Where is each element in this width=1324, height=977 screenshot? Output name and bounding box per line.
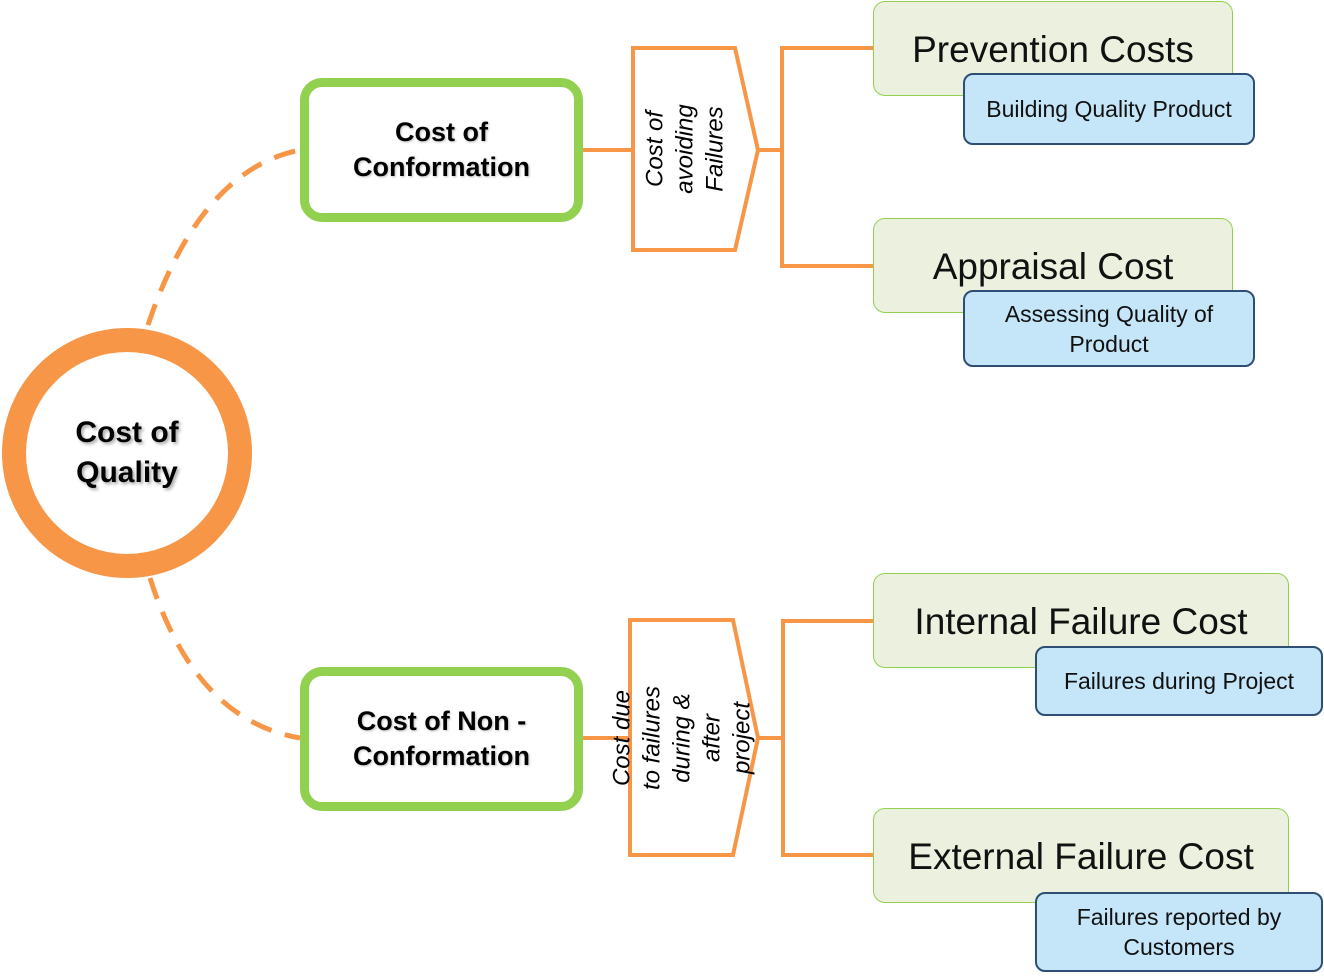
branch-label: Cost of Non - Conformation bbox=[353, 706, 530, 771]
cost-title: Appraisal Cost bbox=[932, 246, 1174, 287]
cost-title: Internal Failure Cost bbox=[914, 601, 1248, 642]
arrow-shape-branch2 bbox=[628, 618, 761, 857]
connector-label-text: Cost due to failures during & after proj… bbox=[608, 685, 756, 790]
branch-node-non-conformation: Cost of Non - Conformation bbox=[300, 667, 583, 811]
cost-title: External Failure Cost bbox=[908, 836, 1254, 877]
connector-label-text: Cost of avoiding Failures bbox=[641, 104, 729, 194]
desc-box-failures-during-project: Failures during Project bbox=[1035, 646, 1323, 716]
branch-label: Cost of Conformation bbox=[353, 117, 530, 182]
arrow-shape-branch1 bbox=[631, 46, 761, 252]
desc-text: Building Quality Product bbox=[986, 96, 1232, 122]
cost-title: Prevention Costs bbox=[912, 29, 1194, 70]
desc-text: Assessing Quality of Product bbox=[1004, 300, 1214, 357]
desc-box-assessing-quality: Assessing Quality of Product bbox=[963, 290, 1255, 367]
desc-box-building-quality: Building Quality Product bbox=[963, 73, 1255, 145]
cost-box-external-failure: External Failure Cost bbox=[873, 808, 1289, 903]
dashed-connector-top bbox=[145, 147, 301, 326]
branch-node-conformation: Cost of Conformation bbox=[300, 78, 583, 222]
bracket-branch1 bbox=[780, 46, 873, 268]
desc-text: Failures during Project bbox=[1063, 668, 1295, 694]
connector-label-avoiding-failures: Cost of avoiding Failures bbox=[633, 48, 738, 250]
bracket-branch2 bbox=[781, 619, 873, 857]
root-node: Cost of Quality bbox=[2, 328, 252, 578]
cost-box-prevention: Prevention Costs bbox=[873, 1, 1233, 96]
dashed-connector-bottom bbox=[147, 577, 301, 741]
desc-text: Failures reported by Customers bbox=[1076, 904, 1282, 960]
connector-label-due-to-failures: Cost due to failures during & after proj… bbox=[609, 620, 756, 855]
desc-box-failures-reported: Failures reported by Customers bbox=[1035, 892, 1323, 972]
root-label: Cost of Quality bbox=[75, 416, 179, 489]
